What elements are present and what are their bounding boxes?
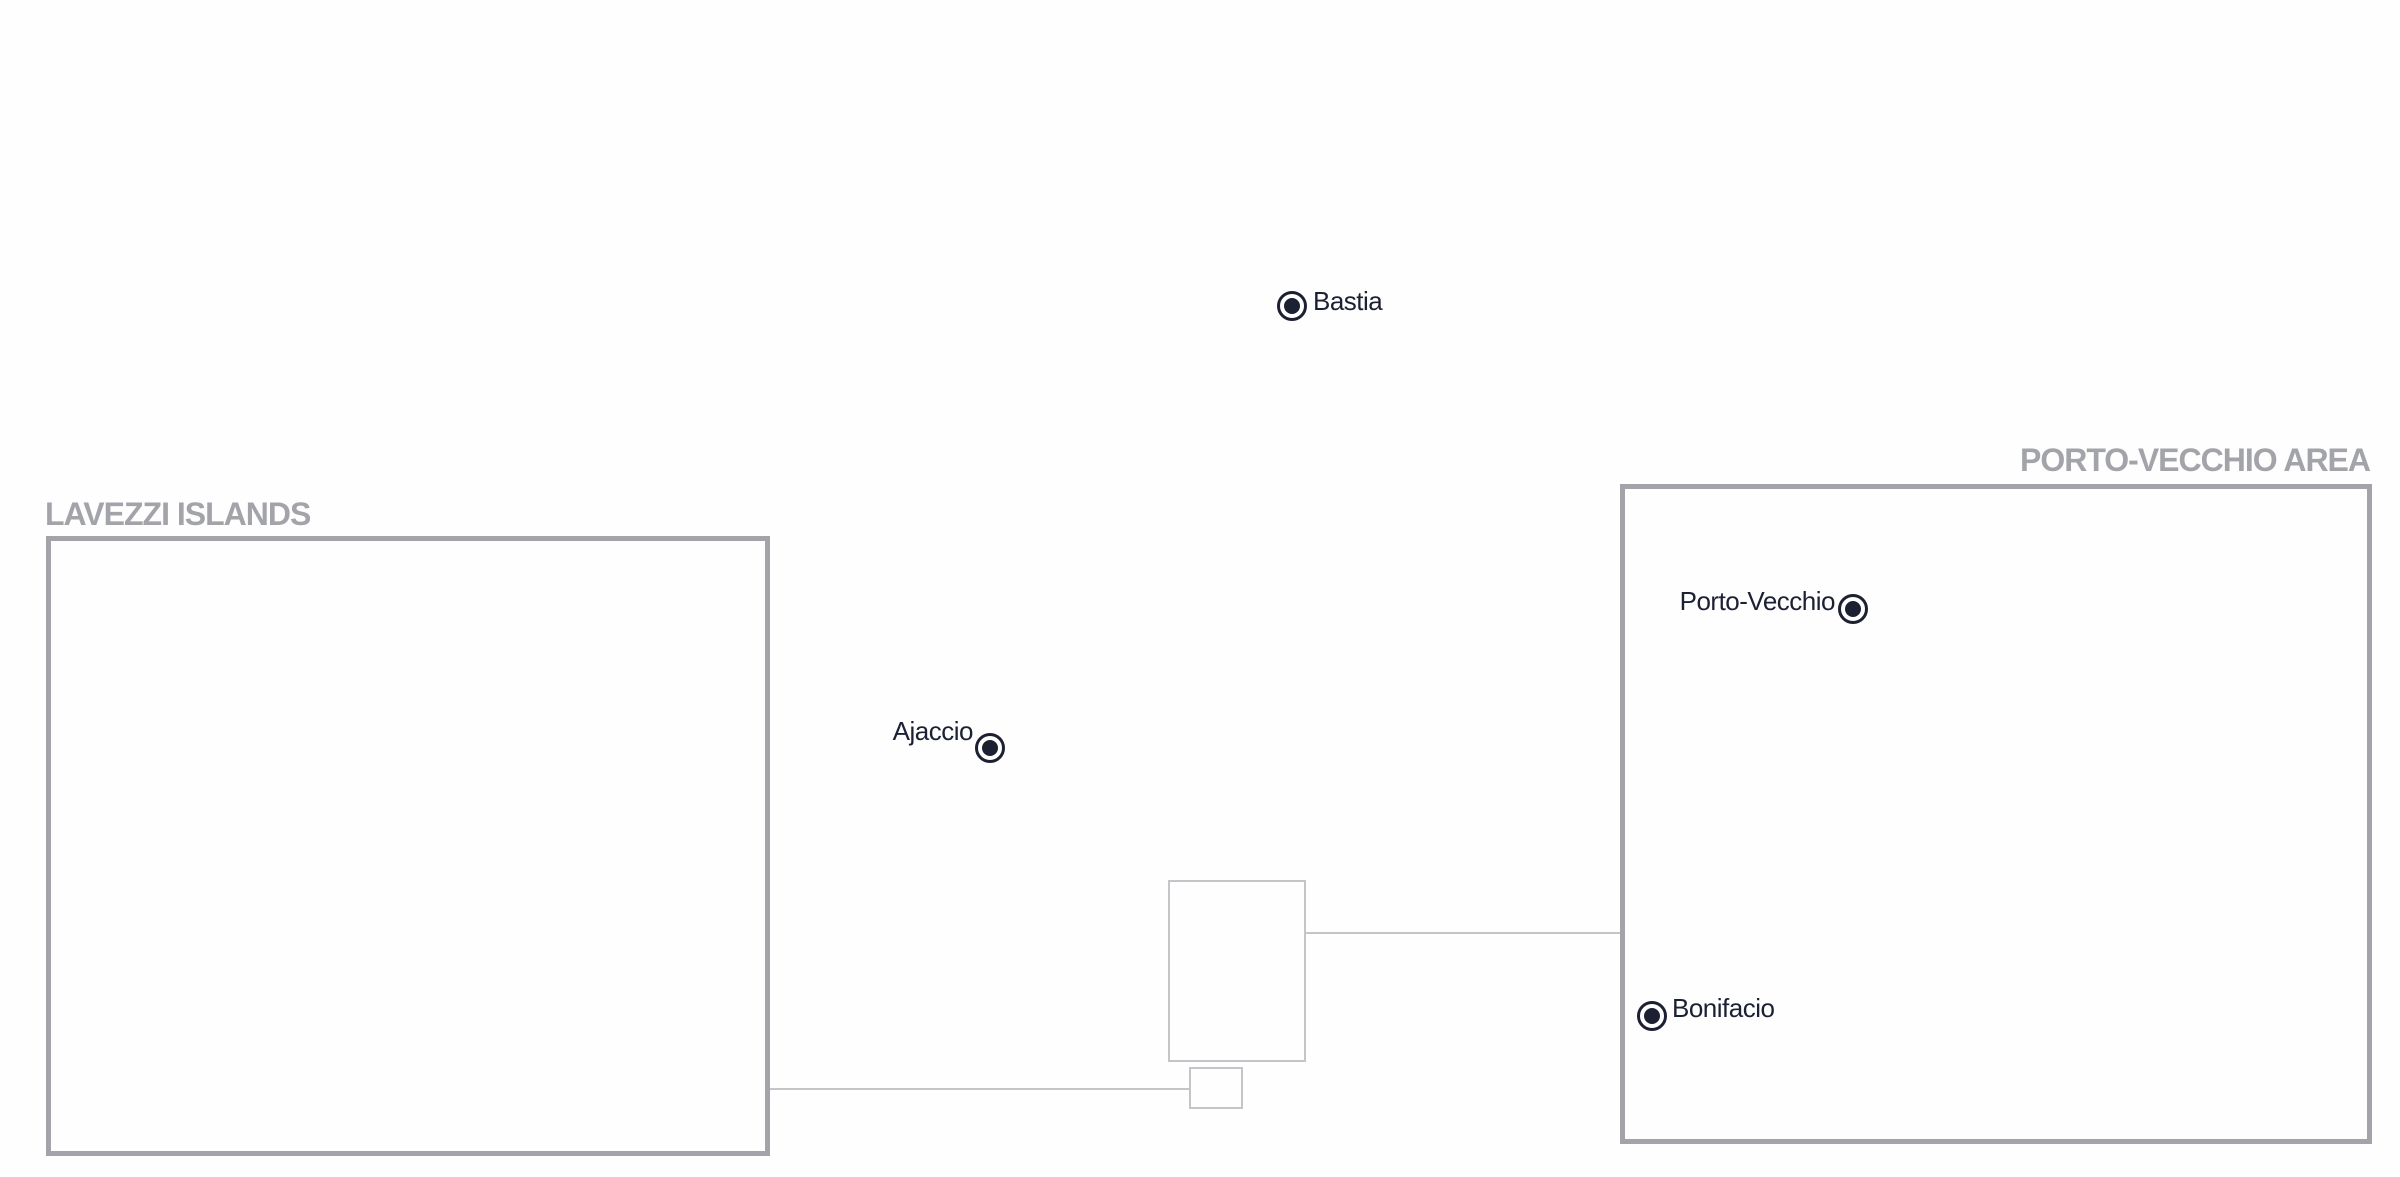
city-marker-porto-vecchio[interactable] <box>1838 594 1868 624</box>
city-label-porto-vecchio: Porto-Vecchio <box>1679 586 1836 616</box>
city-marker-ajaccio[interactable] <box>975 733 1005 763</box>
inset-title-lavezzi-islands: LAVEZZI ISLANDS <box>45 496 311 532</box>
inset-frame-porto-vecchio-area[interactable] <box>1620 484 2372 1144</box>
locator-box-lavezzi-islands[interactable] <box>1189 1067 1243 1109</box>
leader-line-porto-vecchio-area <box>1306 932 1620 934</box>
city-marker-bonifacio[interactable] <box>1637 1001 1667 1031</box>
inset-frame-lavezzi-islands[interactable] <box>46 536 770 1156</box>
city-label-bastia: Bastia <box>1313 286 1383 316</box>
city-marker-bastia[interactable] <box>1277 291 1307 321</box>
city-label-ajaccio: Ajaccio <box>892 716 974 746</box>
inset-title-porto-vecchio-area: PORTO-VECCHIO AREA <box>2019 442 2371 478</box>
city-label-bonifacio: Bonifacio <box>1672 993 1775 1023</box>
locator-box-porto-vecchio-area[interactable] <box>1168 880 1306 1062</box>
leader-line-lavezzi-islands <box>770 1088 1189 1090</box>
